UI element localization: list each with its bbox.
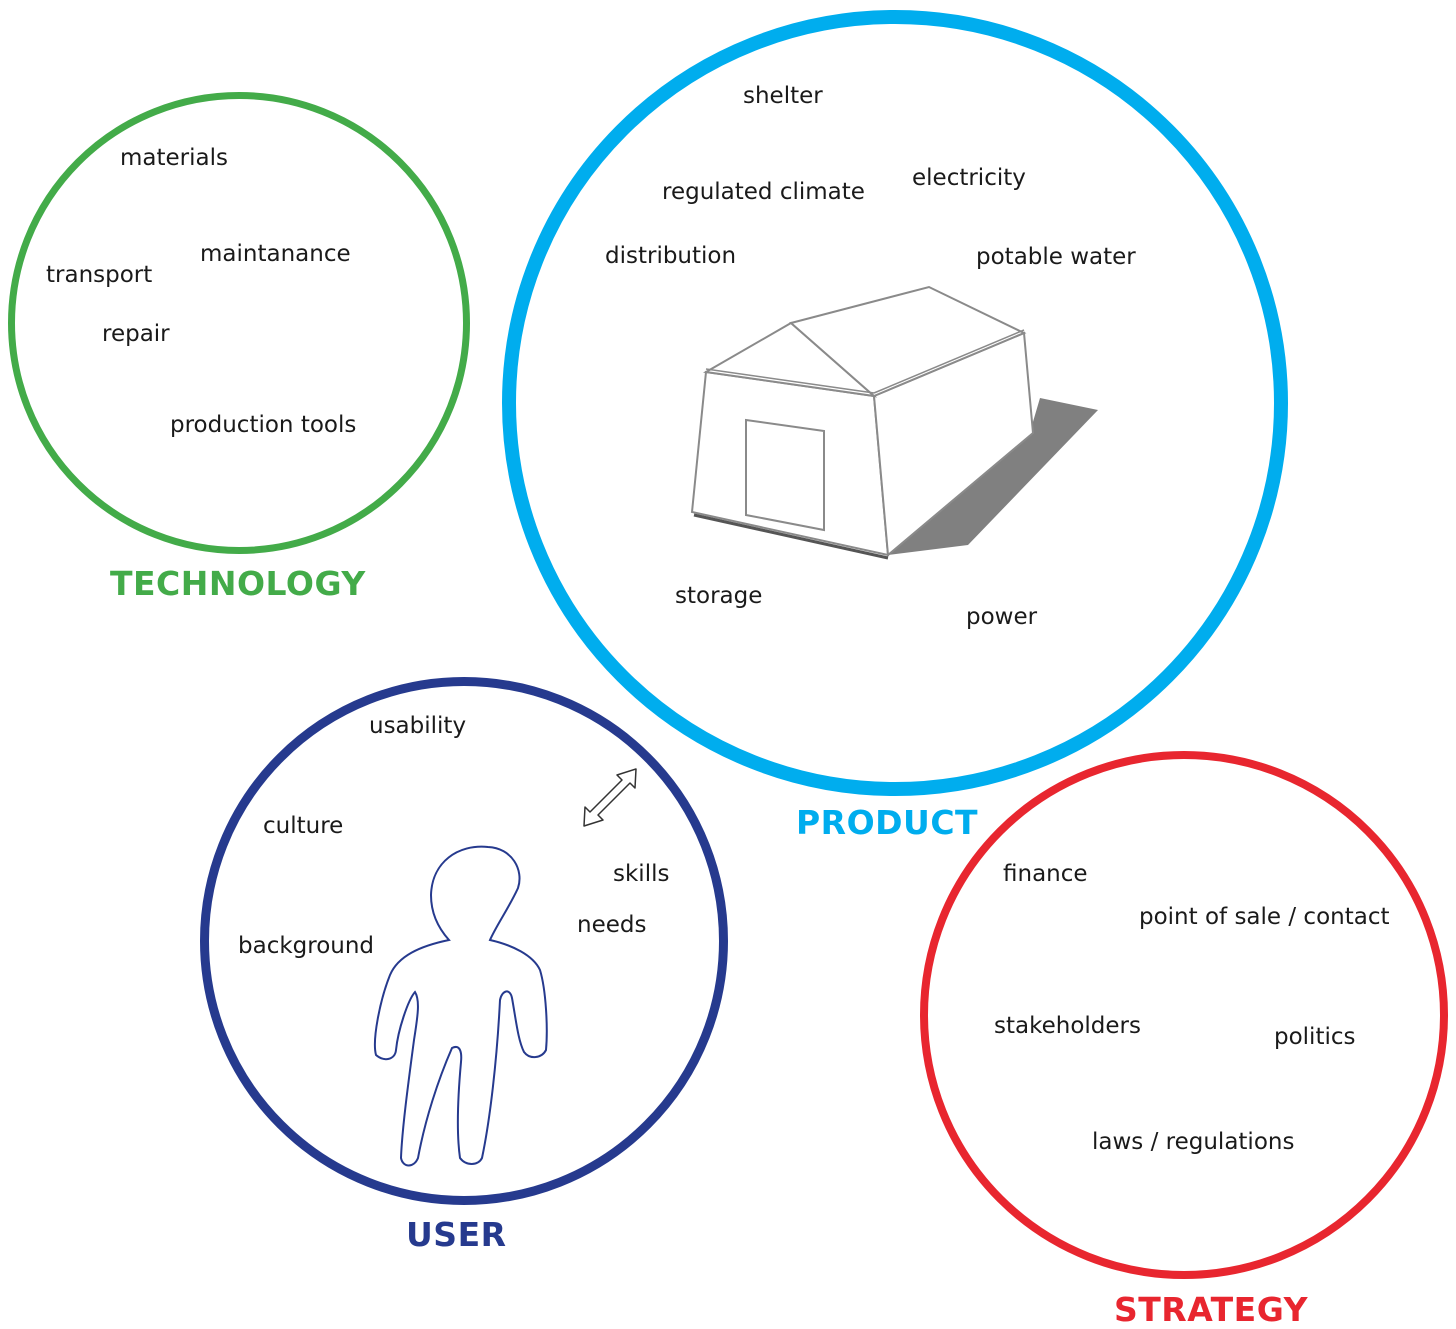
strategy-circle: [920, 751, 1448, 1279]
product-item-distribution: distribution: [605, 243, 737, 269]
product-item-storage: storage: [675, 583, 763, 609]
product-item-shelter: shelter: [743, 83, 823, 109]
tent-shadow: [888, 398, 1098, 555]
technology-item-transport: transport: [46, 262, 153, 288]
strategy-item-politics: politics: [1274, 1024, 1356, 1050]
user-item-background: background: [238, 933, 375, 959]
user-item-needs: needs: [577, 912, 647, 938]
person-outline-icon: [373, 845, 548, 1167]
tent-shelter-icon: [690, 285, 1098, 560]
user-item-skills: skills: [613, 861, 670, 887]
strategy-item-stakeholders: stakeholders: [994, 1013, 1141, 1039]
product-item-electricity: electricity: [912, 165, 1026, 191]
technology-circle: [8, 92, 470, 554]
strategy-title: STRATEGY: [1114, 1290, 1308, 1329]
tent-roof: [788, 285, 1027, 398]
strategy-item-point-of-sale: point of sale / contact: [1139, 904, 1390, 930]
tent-door: [745, 418, 825, 532]
user-title: USER: [406, 1215, 507, 1254]
product-item-potable-water: potable water: [976, 244, 1136, 270]
double-arrow-icon: [583, 768, 637, 827]
user-circle: [200, 677, 728, 1205]
product-item-power: power: [966, 604, 1038, 630]
technology-item-production-tools: production tools: [170, 412, 357, 438]
user-item-culture: culture: [263, 813, 344, 839]
technology-title: TECHNOLOGY: [110, 564, 366, 603]
user-item-usability: usability: [369, 713, 467, 739]
technology-item-maintanance: maintanance: [200, 241, 351, 267]
product-item-regulated-climate: regulated climate: [662, 179, 865, 205]
product-title: PRODUCT: [796, 803, 979, 842]
strategy-item-finance: finance: [1003, 861, 1088, 887]
technology-item-repair: repair: [102, 321, 170, 347]
technology-item-materials: materials: [120, 145, 228, 171]
strategy-item-laws-regulations: laws / regulations: [1092, 1129, 1295, 1155]
